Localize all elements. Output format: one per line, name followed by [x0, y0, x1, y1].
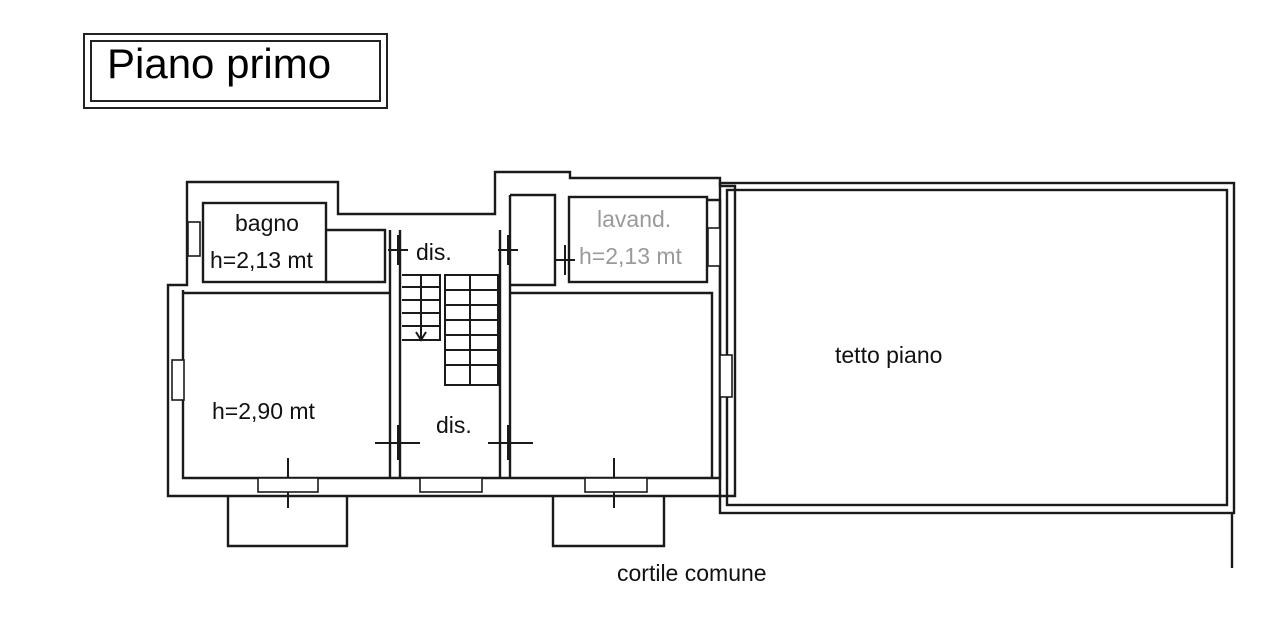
door-marker-4 [375, 425, 420, 460]
window-left-room [171, 359, 185, 401]
windows [171, 221, 733, 493]
window-bottom-2 [419, 477, 483, 493]
building-outline [166, 170, 737, 498]
courtyard-label: cortile comune [617, 560, 767, 586]
room-label-dis-upper: dis. [416, 239, 452, 265]
terrace-inner [725, 188, 1229, 507]
window-bagno [187, 221, 201, 257]
bagno-wall-return [326, 228, 387, 284]
stair-flight-right [444, 274, 499, 386]
room-label-terrace: tetto piano [835, 342, 943, 368]
room-label-bagno: bagno [235, 210, 299, 236]
terrace-outer [718, 181, 1236, 515]
window-bottom-1 [257, 477, 319, 493]
room-label-lavand: lavand. [597, 206, 672, 232]
window-lavand [707, 227, 721, 267]
title-frame-inner [90, 40, 381, 102]
balcony-left [226, 496, 349, 548]
door-marker-3 [555, 245, 575, 275]
door-marker-5 [488, 425, 533, 460]
right-room-wall [510, 291, 714, 478]
door-marker-1 [388, 235, 408, 265]
stair-treads-right [445, 289, 498, 366]
window-bottom-3 [584, 477, 648, 493]
window-right-room [719, 354, 733, 398]
upper-dis-box [510, 193, 557, 287]
bagno-room [201, 201, 328, 284]
balcony-right [551, 496, 666, 548]
title-frame: Piano primo [83, 33, 388, 109]
room-label-dis-lower: dis. [436, 412, 472, 438]
plan-title: Piano primo [107, 40, 332, 87]
room-height-lavand: h=2,13 mt [579, 243, 682, 269]
room-height-left: h=2,90 mt [212, 398, 315, 424]
door-marker-2 [498, 235, 518, 265]
room-height-bagno: h=2,13 mt [210, 247, 313, 273]
stair-arrow-head [415, 331, 427, 342]
lavand-room [567, 195, 709, 284]
staircase [402, 274, 499, 386]
